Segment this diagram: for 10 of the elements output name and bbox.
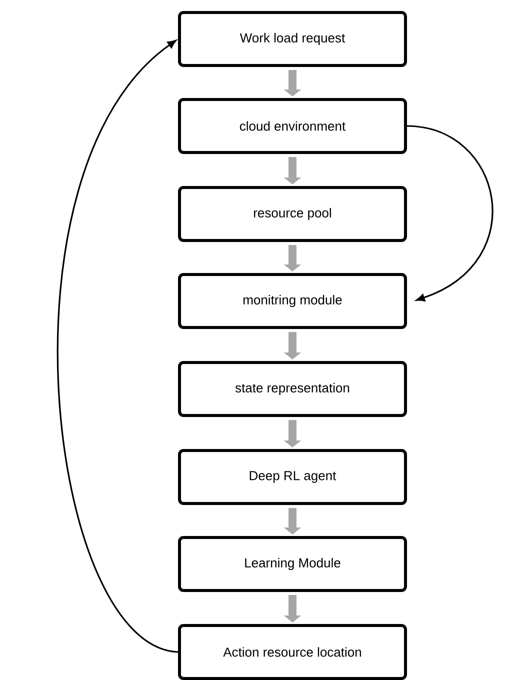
process-box: Learning Module bbox=[178, 536, 407, 592]
process-box: Deep RL agent bbox=[178, 449, 407, 505]
process-box: Work load request bbox=[178, 11, 407, 67]
process-box: cloud environment bbox=[178, 98, 407, 154]
process-box: resource pool bbox=[178, 186, 407, 242]
process-box: monitring module bbox=[178, 273, 407, 329]
process-box: state representation bbox=[178, 361, 407, 417]
process-box: Action resource location bbox=[178, 624, 407, 680]
curved-arrow bbox=[57, 40, 178, 653]
curved-arrow bbox=[406, 125, 494, 302]
